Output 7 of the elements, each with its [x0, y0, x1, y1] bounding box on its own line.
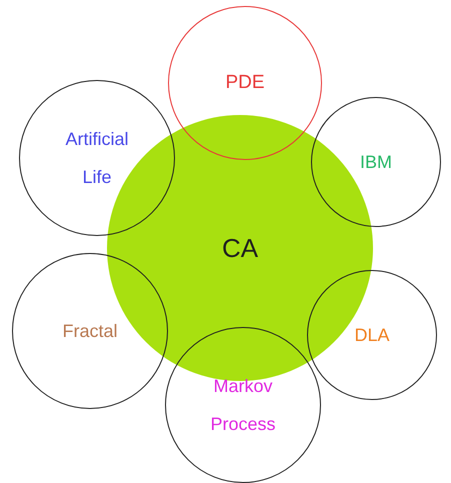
circle-label: Markov Process: [209, 375, 277, 436]
circle-label: CA: [220, 232, 260, 264]
circle-label: PDE: [224, 70, 266, 95]
circle-label: Fractal: [61, 320, 118, 342]
circle-label: DLA: [353, 324, 390, 346]
circle-label: Artificial Life: [64, 128, 130, 189]
circle-label: IBM: [358, 150, 393, 174]
